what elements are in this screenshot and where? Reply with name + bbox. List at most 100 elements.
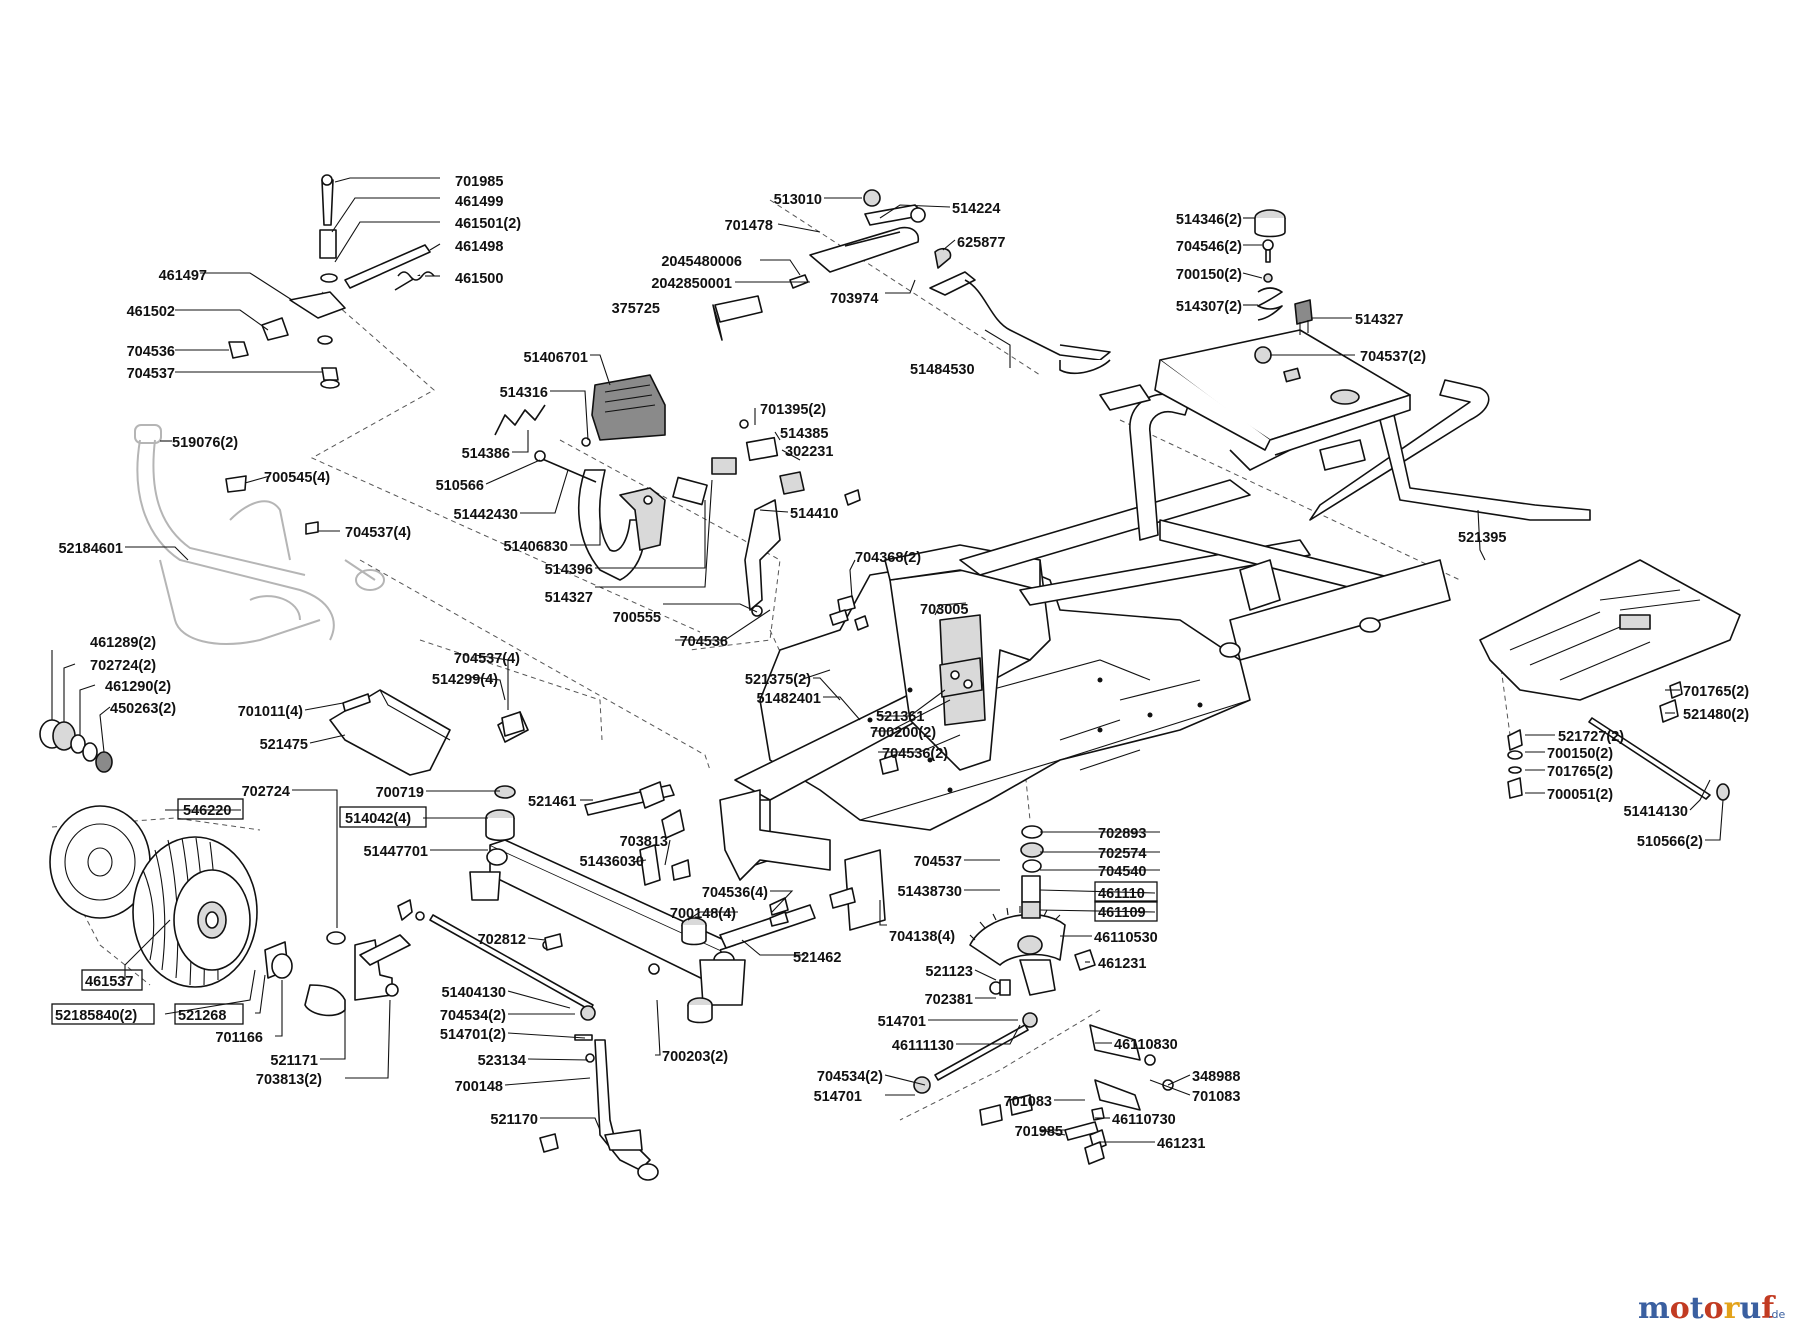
part-label: 514316 xyxy=(500,385,548,401)
part-label: 51484530 xyxy=(910,362,975,378)
part-label: 510566(2) xyxy=(1637,834,1703,850)
part-label: 703813 xyxy=(620,834,668,850)
watermark-letter: t xyxy=(1690,1291,1704,1326)
part-label: 514327 xyxy=(1355,312,1403,328)
part-label: 704368(2) xyxy=(855,550,921,566)
part-label: 704537(4) xyxy=(345,525,411,541)
part-label: 514396 xyxy=(545,562,593,578)
part-label: 51406701 xyxy=(523,350,588,366)
part-label: 704534(2) xyxy=(817,1069,883,1085)
part-label: 700555 xyxy=(613,610,661,626)
watermark-letter: u xyxy=(1739,1291,1761,1326)
part-label: 514327 xyxy=(545,590,593,606)
part-label: 702724(2) xyxy=(90,658,156,674)
part-label: 461537 xyxy=(85,974,133,990)
part-label: 461497 xyxy=(159,268,207,284)
part-label: 702574 xyxy=(1098,846,1146,862)
part-label: 51436030 xyxy=(579,854,644,870)
leader-lines xyxy=(51,177,1724,1143)
part-label: 701985 xyxy=(1015,1124,1063,1140)
part-label: 704537(4) xyxy=(454,651,520,667)
part-label: 521475 xyxy=(260,737,308,753)
part-label: 461500 xyxy=(455,271,503,287)
part-label: 701083 xyxy=(1192,1089,1240,1105)
part-label: 521480(2) xyxy=(1683,707,1749,723)
part-label: 461498 xyxy=(455,239,503,255)
watermark-letter: f xyxy=(1761,1291,1776,1326)
part-label: 704536(2) xyxy=(882,746,948,762)
part-label: 704138(4) xyxy=(889,929,955,945)
part-label: 52185840(2) xyxy=(55,1008,137,1024)
part-label: 461231 xyxy=(1157,1136,1205,1152)
part-label: 523134 xyxy=(478,1053,526,1069)
part-label: 52184601 xyxy=(58,541,123,557)
part-label: 521375(2) xyxy=(745,672,811,688)
motoruf-watermark-logo: motoruf .de xyxy=(1638,1291,1785,1326)
part-label: 703974 xyxy=(830,291,878,307)
part-label: 46111130 xyxy=(892,1038,954,1054)
part-label: 702381 xyxy=(925,992,973,1008)
part-label: 701478 xyxy=(725,218,773,234)
part-label: 704536(4) xyxy=(702,885,768,901)
part-label: 704536 xyxy=(680,634,728,650)
part-label: 700203(2) xyxy=(662,1049,728,1065)
part-label: 700148 xyxy=(455,1079,503,1095)
part-label: 701765(2) xyxy=(1683,684,1749,700)
part-label: 461501(2) xyxy=(455,216,521,232)
part-label: 700200(2) xyxy=(870,725,936,741)
part-label: 513010 xyxy=(774,192,822,208)
small-parts-drawing xyxy=(225,174,1730,1165)
part-label: 514224 xyxy=(952,201,1000,217)
part-label: 461502 xyxy=(127,304,175,320)
part-label: 521727(2) xyxy=(1558,729,1624,745)
part-label: 701166 xyxy=(215,1030,263,1046)
part-label: 701011(4) xyxy=(238,704,303,720)
part-label: 51406830 xyxy=(503,539,568,555)
part-label: 521462 xyxy=(793,950,841,966)
part-label: 704537 xyxy=(914,854,962,870)
seat-switch-parts-drawing xyxy=(1254,209,1313,364)
part-label: 521171 xyxy=(270,1053,318,1069)
part-label: 461290(2) xyxy=(105,679,171,695)
part-label: 704546(2) xyxy=(1176,239,1242,255)
part-label: 510566 xyxy=(436,478,484,494)
part-label: 703813(2) xyxy=(256,1072,322,1088)
part-label: 514410 xyxy=(790,506,838,522)
svg-text:.de: .de xyxy=(1768,1308,1785,1321)
part-label: 461499 xyxy=(455,194,503,210)
part-label: 461231 xyxy=(1098,956,1146,972)
part-label: 461289(2) xyxy=(90,635,156,651)
watermark-letter: r xyxy=(1724,1291,1741,1326)
chassis-frame-drawing xyxy=(719,329,1591,931)
part-label: 546220 xyxy=(183,803,231,819)
part-label: 519076(2) xyxy=(172,435,238,451)
part-label: 2045480006 xyxy=(661,254,742,270)
part-label: 51414130 xyxy=(1623,804,1688,820)
watermark-letter: o xyxy=(1670,1291,1690,1326)
part-label: 375725 xyxy=(612,301,660,317)
part-label: 625877 xyxy=(957,235,1005,251)
part-label: 700545(4) xyxy=(264,470,330,486)
part-label: 700148(4) xyxy=(670,906,736,922)
part-label: 514307(2) xyxy=(1176,299,1242,315)
part-label: 700150(2) xyxy=(1547,746,1613,762)
steering-parts-drawing xyxy=(304,899,660,1181)
part-label: 2042850001 xyxy=(651,276,732,292)
part-label: 514385 xyxy=(780,426,828,442)
part-label: 703005 xyxy=(920,602,968,618)
part-label: 702893 xyxy=(1098,826,1146,842)
part-label: 51482401 xyxy=(756,691,821,707)
watermark-letter: o xyxy=(1704,1291,1724,1326)
part-label: 700051(2) xyxy=(1547,787,1613,803)
part-label: 514299(4) xyxy=(432,672,498,688)
part-label: 51404130 xyxy=(441,985,506,1001)
part-label: 521461 xyxy=(528,794,576,810)
part-label: 701395(2) xyxy=(760,402,826,418)
part-label: 514701(2) xyxy=(440,1027,506,1043)
part-label: 514346(2) xyxy=(1176,212,1242,228)
watermark-letter: m xyxy=(1638,1291,1670,1326)
front-wheels-drawing xyxy=(39,719,293,988)
part-label: 521123 xyxy=(925,964,973,980)
part-label: 702812 xyxy=(478,932,526,948)
part-label: 704536 xyxy=(127,344,175,360)
